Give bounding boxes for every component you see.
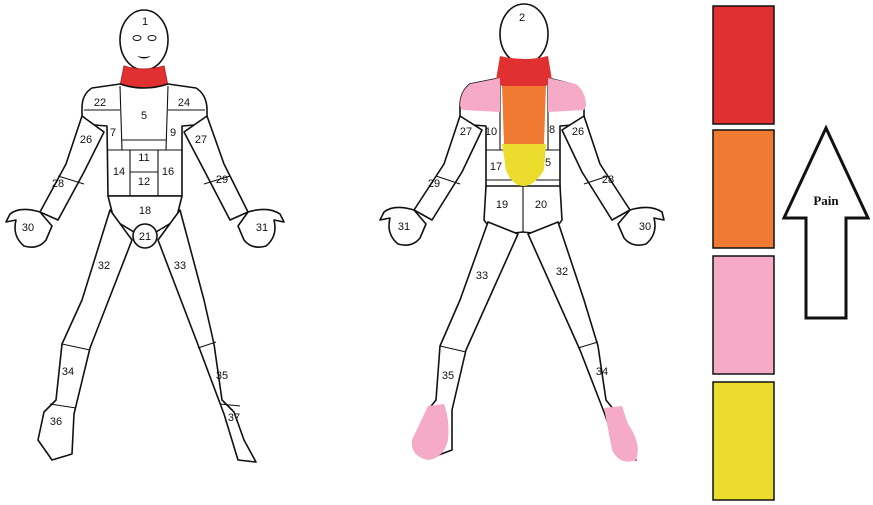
front-label-34: 34 [62, 366, 74, 378]
back-label-28: 28 [602, 174, 614, 186]
back-label-30: 30 [639, 221, 651, 233]
back-label-34: 34 [596, 366, 608, 378]
back-label-19: 19 [496, 199, 508, 211]
front-label-31: 31 [256, 222, 268, 234]
front-label-1: 1 [142, 16, 148, 28]
back-label-20: 20 [535, 199, 547, 211]
front-left-arm [40, 116, 104, 220]
front-label-21: 21 [139, 231, 151, 243]
front-label-12: 12 [138, 176, 150, 188]
back-label-10: 10 [485, 126, 497, 138]
back-label-35: 35 [442, 370, 454, 382]
front-right-leg [158, 210, 256, 462]
back-label-26: 26 [572, 126, 584, 138]
front-label-28: 28 [52, 178, 64, 190]
front-label-9: 9 [170, 127, 176, 139]
pain-level-4-swatch [713, 382, 774, 500]
front-label-22: 22 [94, 97, 106, 109]
front-label-7: 7 [110, 127, 116, 139]
front-label-5: 5 [141, 110, 147, 122]
front-label-29: 29 [216, 174, 228, 186]
front-label-26: 26 [80, 134, 92, 146]
pain-level-3-swatch [713, 256, 774, 374]
back-label-32: 32 [556, 266, 568, 278]
back-right-foot-pain-region [604, 406, 638, 462]
front-label-24: 24 [178, 97, 190, 109]
front-label-33: 33 [174, 260, 186, 272]
back-label-33: 33 [476, 270, 488, 282]
back-label-29: 29 [428, 178, 440, 190]
front-label-30: 30 [22, 222, 34, 234]
back-label-31: 31 [398, 221, 410, 233]
front-label-27: 27 [195, 134, 207, 146]
back-left-foot-pain-region [412, 404, 449, 460]
front-label-18: 18 [139, 205, 151, 217]
back-label-27: 27 [460, 126, 472, 138]
back-label-17: 17 [490, 161, 502, 173]
front-label-37: 37 [228, 412, 240, 424]
back-upper-back-pain-region [502, 86, 546, 144]
front-right-arm [184, 116, 248, 220]
back-label-2: 2 [519, 12, 525, 24]
back-neck-pain-region [496, 56, 552, 88]
pain-color-scale [713, 6, 774, 500]
front-label-11: 11 [138, 152, 149, 164]
front-label-35: 35 [216, 370, 228, 382]
front-label-14: 14 [113, 166, 125, 178]
back-label-5: 5 [545, 157, 551, 169]
pain-level-1-swatch [713, 6, 774, 124]
pain-arrow-label: Pain [813, 193, 839, 208]
back-left-shoulder-pain-region [460, 78, 500, 112]
front-label-36: 36 [50, 416, 62, 428]
pain-level-2-swatch [713, 130, 774, 248]
front-label-16: 16 [162, 166, 174, 178]
front-label-32: 32 [98, 260, 110, 272]
back-label-8: 8 [549, 124, 555, 136]
back-right-shoulder-pain-region [548, 78, 586, 112]
pain-increase-arrow: Pain [784, 128, 868, 318]
up-arrow-icon [784, 128, 868, 318]
